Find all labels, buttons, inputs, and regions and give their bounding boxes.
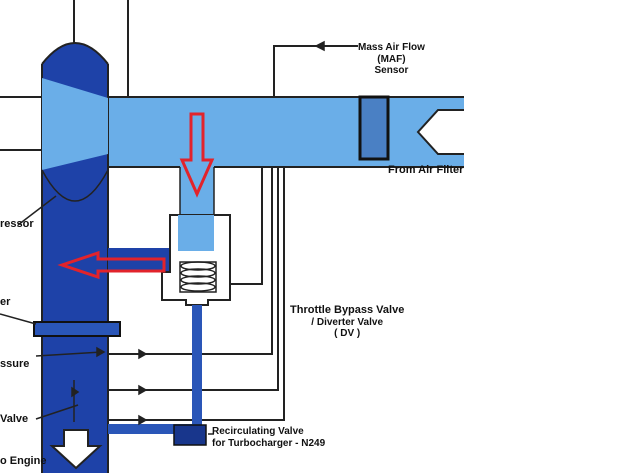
maf-label-line3: Sensor xyxy=(374,65,409,76)
recirc-label-line1: Recirculating Valve xyxy=(212,426,304,437)
flow-arrow-left xyxy=(57,250,166,280)
engine-outlet-arrow xyxy=(49,429,103,470)
throttle-label-line1: Throttle Bypass Valve xyxy=(290,304,405,316)
throttle-bypass-label-group: Throttle Bypass Valve / Diverter Valve (… xyxy=(290,304,404,340)
maf-sensor xyxy=(358,95,390,161)
bottom-return-line xyxy=(102,167,285,421)
pressure-label: ssure xyxy=(0,358,30,370)
maf-label-line2: (MAF) xyxy=(377,53,406,65)
recirc-valve-label-group: Recirculating Valve for Turbocharger - N… xyxy=(212,426,325,449)
maf-label-group: Mass Air Flow (MAF) Sensor xyxy=(358,42,425,77)
throttle-label-line3: ( DV ) xyxy=(334,328,361,340)
diverter-valve xyxy=(108,214,231,446)
valve-spring xyxy=(180,261,216,292)
valve-inlet xyxy=(178,215,214,251)
maf-label-line1: Mass Air Flow xyxy=(358,42,425,53)
valve-vacuum-hose xyxy=(192,305,202,425)
intake-duct xyxy=(108,97,464,167)
compressor-label: ressor xyxy=(0,218,34,230)
leader-lines xyxy=(0,40,325,435)
pressure-line xyxy=(102,167,273,355)
engine-label: o Engine xyxy=(0,455,47,467)
maf-leader-line xyxy=(273,45,358,97)
n249-hose xyxy=(108,424,202,434)
intercooler-bar xyxy=(33,321,121,337)
intake-pipe xyxy=(108,96,464,215)
valve-left-label: Valve xyxy=(0,413,29,425)
throttle-label-line2: / Diverter Valve xyxy=(311,316,384,328)
flow-arrow-down xyxy=(179,112,215,198)
air-filter-inlet-arrow xyxy=(416,109,464,155)
valve-signal-line xyxy=(102,167,279,391)
from-air-filter-label: From Air Filter xyxy=(388,164,464,176)
n249-valve xyxy=(173,424,207,446)
compressor-wheel xyxy=(42,78,108,170)
recirc-label-line2: for Turbocharger - N249 xyxy=(212,437,326,449)
left-edge-label: er xyxy=(0,296,11,308)
pressure-arrowhead xyxy=(96,346,106,358)
